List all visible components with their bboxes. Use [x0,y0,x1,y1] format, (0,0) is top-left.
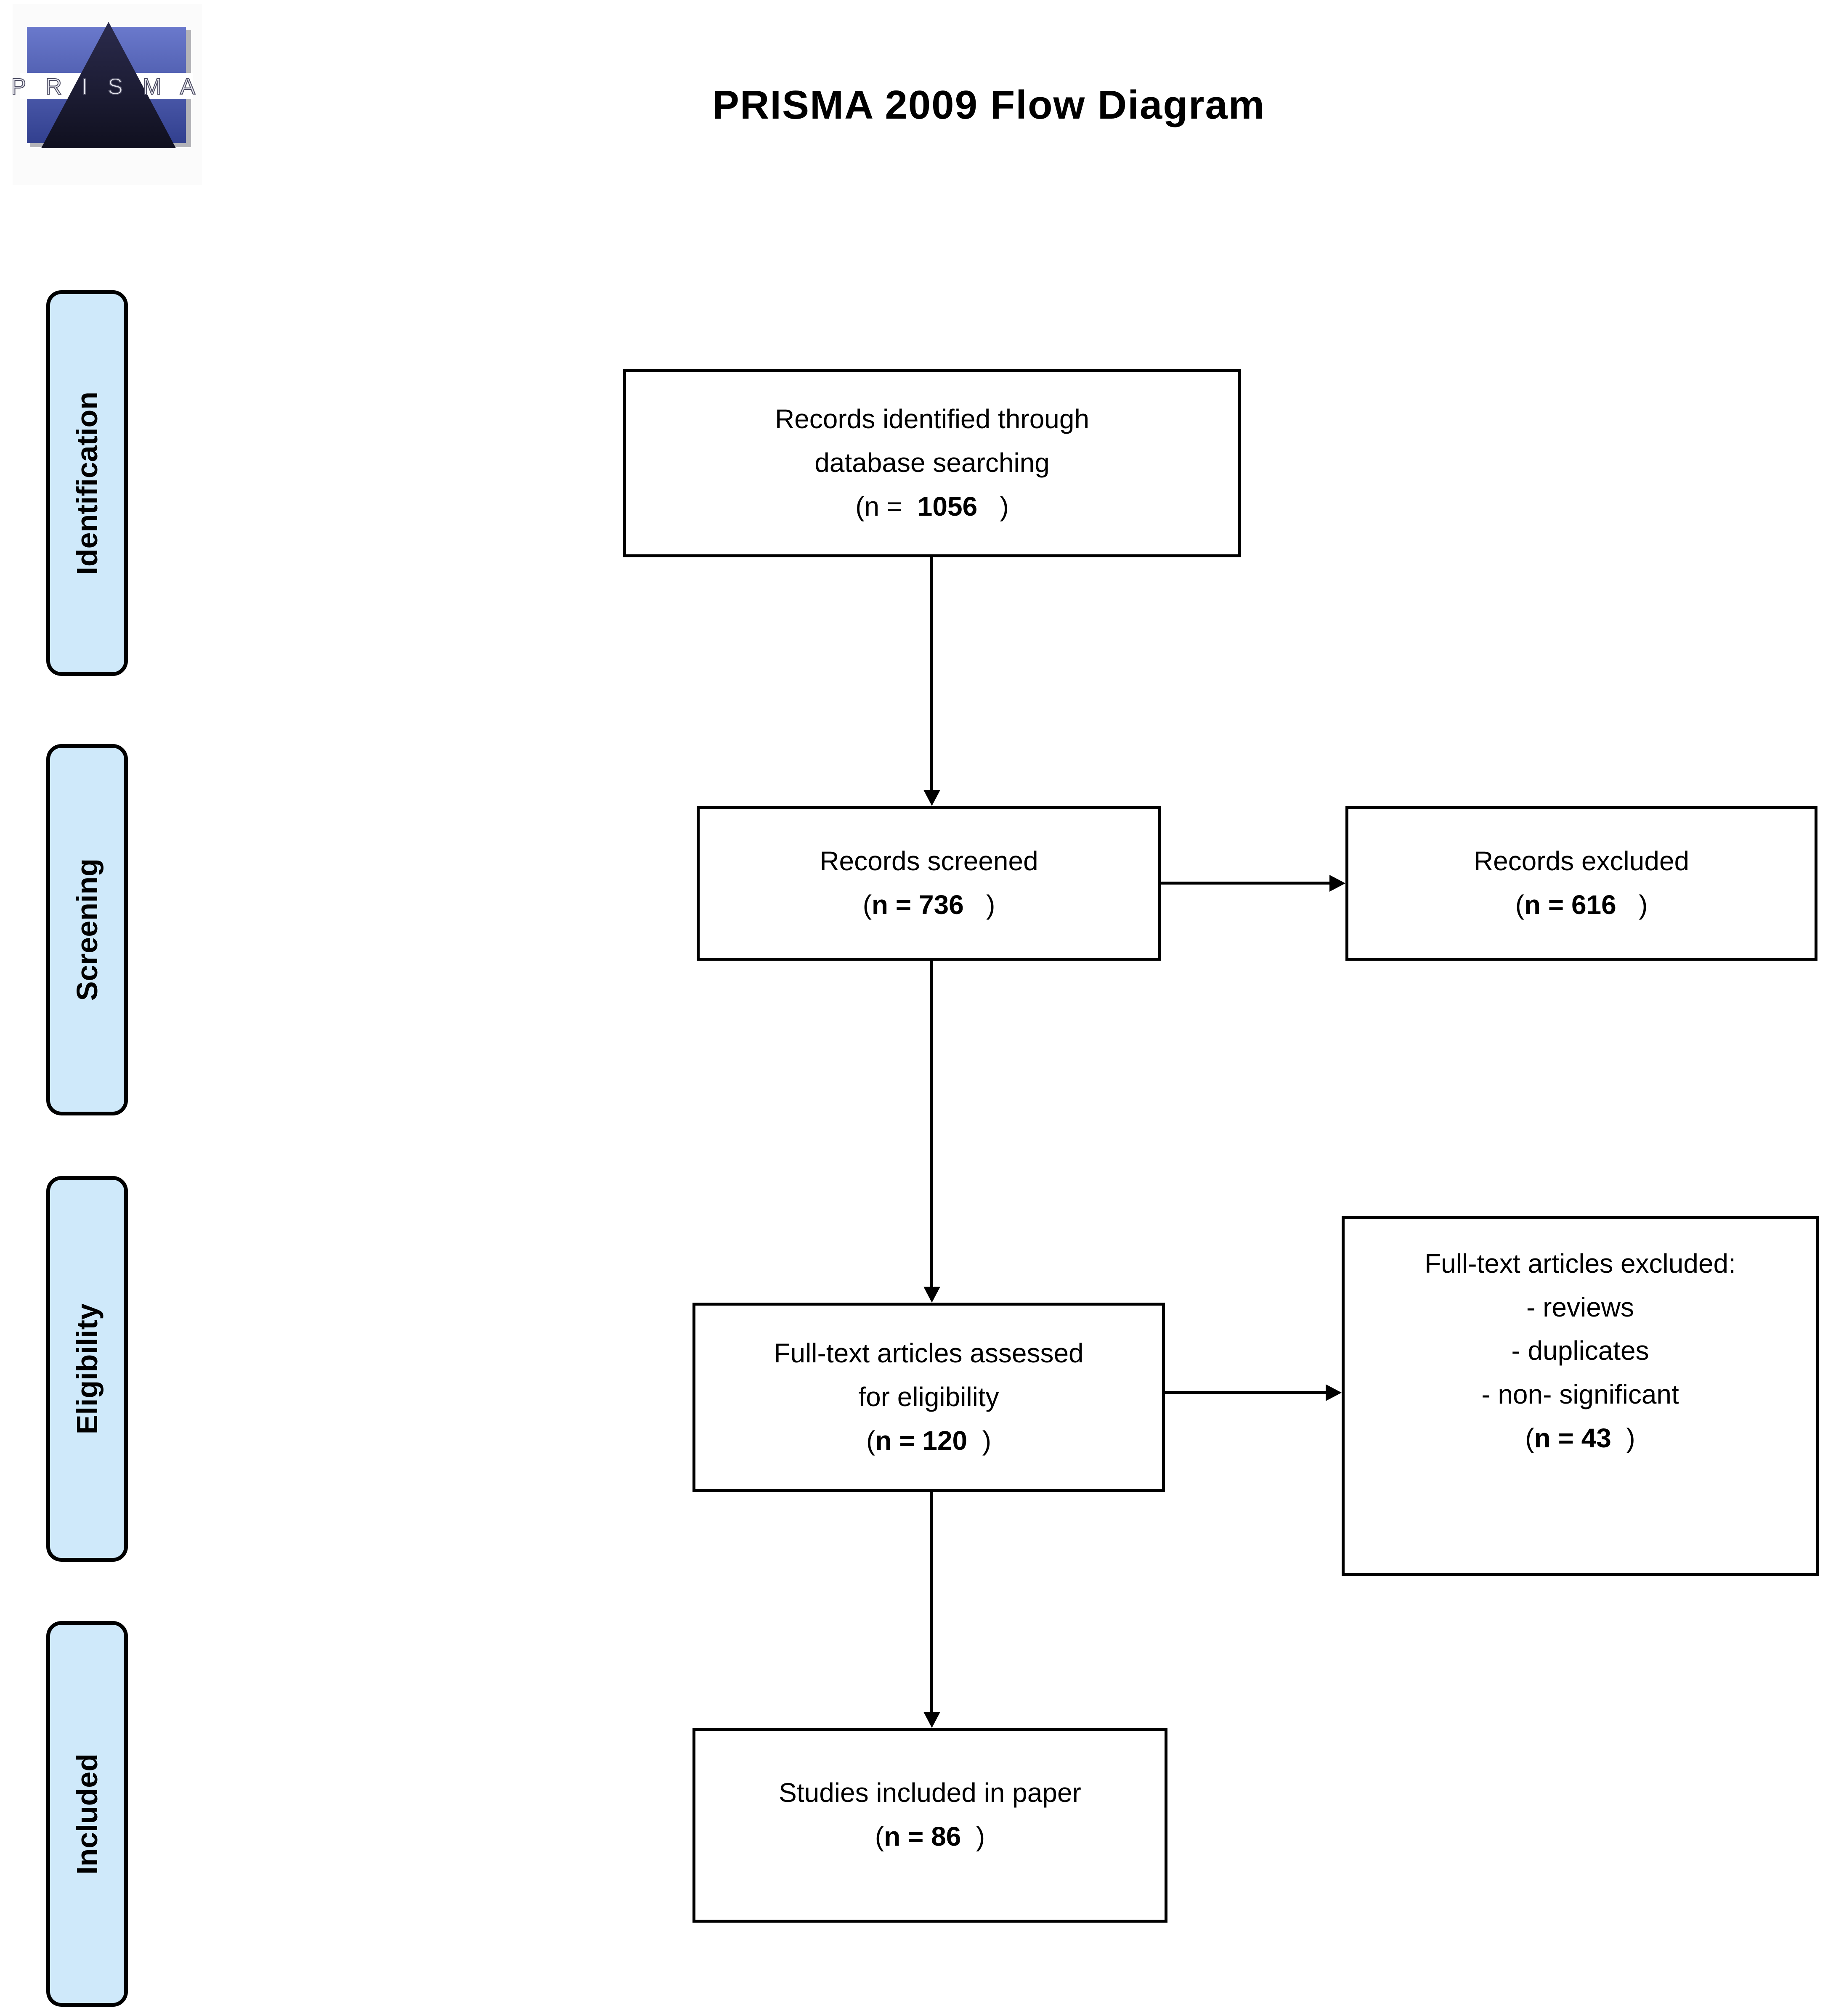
records-excluded-line1: Records excluded [1473,846,1690,877]
arrow-screened-to-excluded-head [1329,875,1345,892]
records-identified-count: (n = 1056 ) [855,491,1009,522]
prisma-logo-image: P R I S M A [11,4,202,185]
arrow-screened-to-fulltext-head [923,1287,940,1303]
stage-label-identification-text: Identification [71,391,103,575]
stage-label-eligibility: Eligibility [46,1176,128,1562]
box-fulltext-excluded: Full-text articles excluded: - reviews -… [1342,1216,1819,1576]
box-records-screened: Records screened (n = 736 ) [697,806,1161,961]
prisma-logo: P R I S M A [11,4,202,185]
arrow-screened-to-fulltext-line [930,961,933,1287]
arrow-identified-to-screened-head [923,790,940,806]
box-records-excluded: Records excluded (n = 616 ) [1345,806,1817,961]
fulltext-assessed-line1: Full-text articles assessed [774,1338,1084,1369]
records-excluded-count: (n = 616 ) [1515,890,1648,920]
studies-included-count: (n = 86 ) [875,1821,985,1852]
fulltext-excluded-count: (n = 43 ) [1525,1423,1635,1453]
fulltext-excluded-bullet-duplicates: - duplicates [1511,1335,1649,1366]
logo-letters: P R I S M A [13,74,202,99]
records-identified-line2: database searching [815,448,1050,478]
arrow-fulltext-to-ftexcluded-line [1165,1391,1326,1394]
stage-label-included-text: Included [71,1753,103,1875]
records-screened-count: (n = 736 ) [862,890,995,920]
stage-label-screening: Screening [46,744,128,1115]
fulltext-excluded-bullet-nonsignificant: - non- significant [1481,1379,1679,1410]
stage-label-identification: Identification [46,290,128,676]
arrow-fulltext-to-ftexcluded-head [1326,1384,1342,1401]
arrow-fulltext-to-included-line [930,1492,933,1712]
studies-included-line1: Studies included in paper [779,1777,1081,1808]
arrow-screened-to-excluded-line [1161,882,1329,885]
arrow-fulltext-to-included-head [923,1712,940,1728]
stage-label-eligibility-text: Eligibility [71,1303,103,1435]
fulltext-excluded-bullet-reviews: - reviews [1526,1292,1634,1322]
fulltext-assessed-count: (n = 120 ) [866,1425,991,1456]
stage-label-included: Included [46,1621,128,2007]
fulltext-excluded-line1: Full-text articles excluded: [1425,1248,1736,1279]
logo-pyramid-triangle [41,22,176,148]
page-title: PRISMA 2009 Flow Diagram [712,82,1266,127]
records-screened-line1: Records screened [820,846,1038,877]
fulltext-assessed-line2: for eligibility [858,1382,999,1412]
records-identified-line1: Records identified through [775,404,1090,434]
box-studies-included: Studies included in paper (n = 86 ) [692,1728,1167,1923]
box-records-identified: Records identified through database sear… [623,369,1241,557]
box-fulltext-assessed: Full-text articles assessed for eligibil… [692,1303,1165,1492]
arrow-identified-to-screened-line [930,557,933,790]
stage-label-screening-text: Screening [71,858,103,1001]
